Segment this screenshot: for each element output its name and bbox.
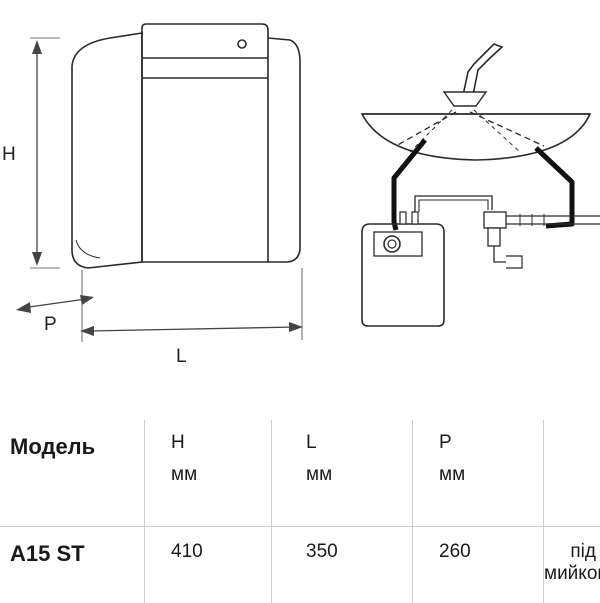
water-heater-diagram: H P L bbox=[0, 0, 600, 420]
length-value: 350 bbox=[272, 527, 413, 603]
length-unit: мм bbox=[306, 464, 412, 486]
depth-header-cell: P мм bbox=[413, 420, 544, 527]
table-row: A15 ST 410 350 260 під мийкою bbox=[0, 527, 600, 603]
length-label: L bbox=[176, 346, 187, 367]
model-header: Модель bbox=[0, 420, 145, 527]
depth-label: P bbox=[44, 314, 57, 335]
installation-note: під мийкою bbox=[544, 527, 600, 603]
height-value: 410 bbox=[145, 527, 272, 603]
depth-header: P bbox=[439, 432, 452, 453]
length-header-cell: L мм bbox=[272, 420, 413, 527]
note-header-cell bbox=[544, 420, 600, 527]
height-header: H bbox=[171, 432, 185, 453]
depth-unit: мм bbox=[439, 464, 543, 486]
length-header: L bbox=[306, 432, 317, 453]
sink-installation-illustration bbox=[362, 44, 600, 326]
spec-table: Модель H мм L мм P мм A15 ST 410 350 260… bbox=[0, 420, 600, 603]
model-value: A15 ST bbox=[0, 527, 145, 603]
height-header-cell: H мм bbox=[145, 420, 272, 527]
height-unit: мм bbox=[171, 464, 271, 486]
height-label: H bbox=[2, 144, 16, 165]
depth-value: 260 bbox=[413, 527, 544, 603]
length-dimension bbox=[80, 268, 303, 340]
spec-table-header-row: Модель H мм L мм P мм bbox=[0, 420, 600, 527]
heater-illustration bbox=[72, 24, 300, 268]
height-dimension bbox=[30, 38, 60, 268]
